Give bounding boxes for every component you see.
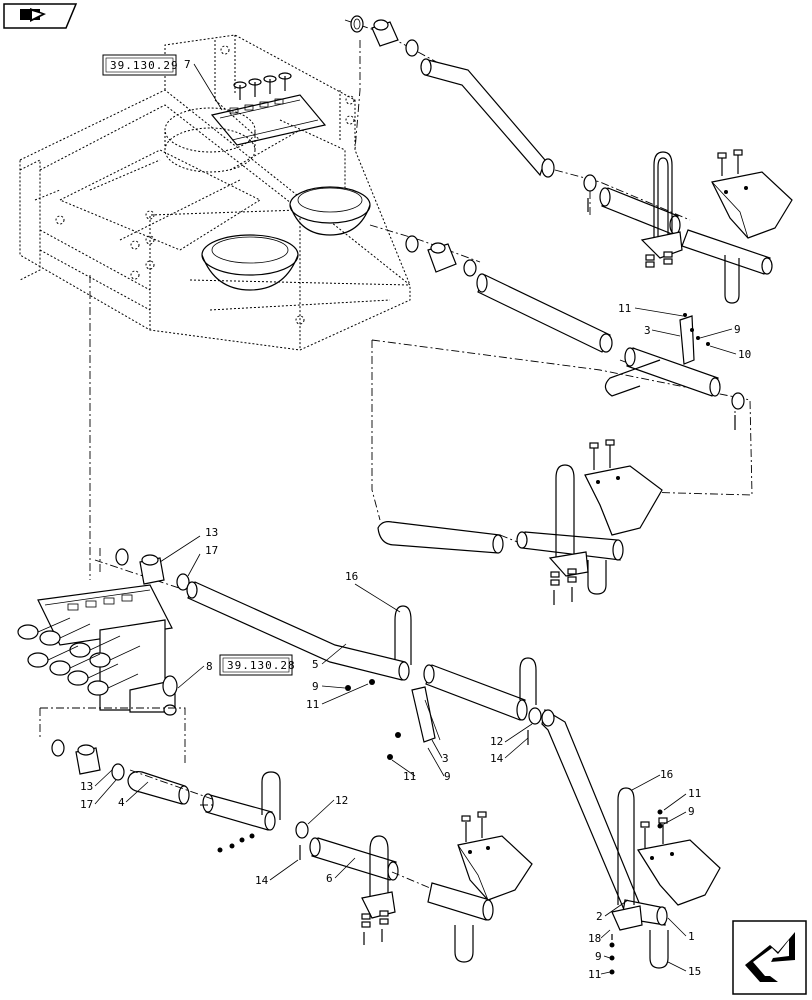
leader-line <box>631 774 661 791</box>
leader-line <box>391 759 416 777</box>
lower-right-bent-pipe <box>528 707 668 926</box>
callout-label: 13 <box>205 526 218 539</box>
reference-code: 39.130.29 <box>110 59 179 72</box>
leader-line <box>354 583 401 613</box>
lower-pipe-run <box>51 739 494 963</box>
leader-line <box>600 971 611 975</box>
bracket-clip-upper <box>604 313 710 397</box>
callout-label: 15 <box>688 965 701 978</box>
folder-arrow-icon[interactable] <box>3 3 78 29</box>
callout-label: 8 <box>206 660 213 673</box>
upper-pipe-run-1 <box>350 15 773 275</box>
callout-label: 3 <box>442 752 449 765</box>
callout-label: 14 <box>490 752 504 765</box>
tank-disc-left <box>201 234 299 291</box>
leader-line <box>667 961 687 972</box>
callout-label: 11 <box>688 787 701 800</box>
leader-line <box>177 665 205 689</box>
callout-label: 12 <box>335 794 348 807</box>
leader-line <box>125 781 149 803</box>
leader-line <box>699 328 733 339</box>
reference-box-upper[interactable]: 39.130.29 <box>102 54 179 76</box>
lower-left-fittings <box>115 548 190 591</box>
middle-long-pipe <box>186 581 537 721</box>
leader-line <box>663 793 687 811</box>
valve-bank-upper <box>210 72 327 146</box>
callout-label: 12 <box>490 735 503 748</box>
callout-label: 3 <box>644 324 651 337</box>
valve-bank-lower <box>17 584 178 716</box>
leader-line <box>663 811 687 825</box>
middle-pipe-run <box>377 439 663 605</box>
callout-label: 14 <box>255 874 269 887</box>
leader-line <box>603 955 611 959</box>
callout-label: 9 <box>444 770 451 783</box>
callout-label: 9 <box>688 805 695 818</box>
callout-label: 11 <box>588 968 601 981</box>
leader-line <box>321 683 369 705</box>
leader-line <box>431 739 443 759</box>
callout-label: 9 <box>595 950 602 963</box>
bracket-clip-lower <box>387 686 441 760</box>
frame-assembly <box>19 34 411 351</box>
callout-label: 6 <box>326 872 333 885</box>
tank-disc-right <box>289 186 371 236</box>
callout-label: 11 <box>306 698 319 711</box>
jump-arrow-icon[interactable] <box>732 920 807 995</box>
callout-label: 9 <box>734 323 741 336</box>
leader-line <box>427 747 445 777</box>
leader-line <box>94 769 113 787</box>
callout-label: 7 <box>184 58 191 71</box>
leader-line <box>321 685 346 689</box>
u-bolt-upper <box>640 151 740 304</box>
mount-bracket-upper <box>711 149 793 239</box>
leader-line <box>193 63 223 111</box>
callout-label: 11 <box>618 302 631 315</box>
leader-line <box>504 723 533 743</box>
callout-label: 1 <box>688 930 695 943</box>
leader-line <box>504 737 529 759</box>
upper-pipe-run-2 <box>405 235 745 430</box>
mount-bracket-lower-center <box>457 811 533 901</box>
leader-line <box>94 779 117 805</box>
callout-label: 5 <box>312 658 319 671</box>
callout-label: 4 <box>118 796 125 809</box>
center-lines-lower <box>39 707 431 889</box>
leader-line <box>651 329 681 337</box>
callout-label: 11 <box>403 770 416 783</box>
leader-line <box>307 799 335 825</box>
reference-code: 39.130.28 <box>227 659 296 672</box>
leader-line <box>634 307 684 317</box>
callout-label: 16 <box>660 768 673 781</box>
leader-line <box>269 859 299 881</box>
leader-line <box>187 553 201 577</box>
callout-label: 9 <box>312 680 319 693</box>
leader-line <box>604 899 629 917</box>
callout-label: 18 <box>588 932 601 945</box>
leader-line <box>600 929 611 939</box>
leader-line <box>709 345 737 355</box>
leader-line <box>321 643 347 665</box>
callout-label: 17 <box>205 544 218 557</box>
callout-label: 10 <box>738 348 751 361</box>
reference-box-lower[interactable]: 39.130.28 <box>219 654 296 676</box>
callout-label: 16 <box>345 570 358 583</box>
callout-label: 2 <box>596 910 603 923</box>
mount-bracket-lower-right <box>609 787 721 975</box>
leader-line <box>667 917 687 937</box>
leader-line <box>159 535 201 563</box>
callout-label: 17 <box>80 798 93 811</box>
callout-label: 13 <box>80 780 93 793</box>
leader-line <box>334 857 356 879</box>
